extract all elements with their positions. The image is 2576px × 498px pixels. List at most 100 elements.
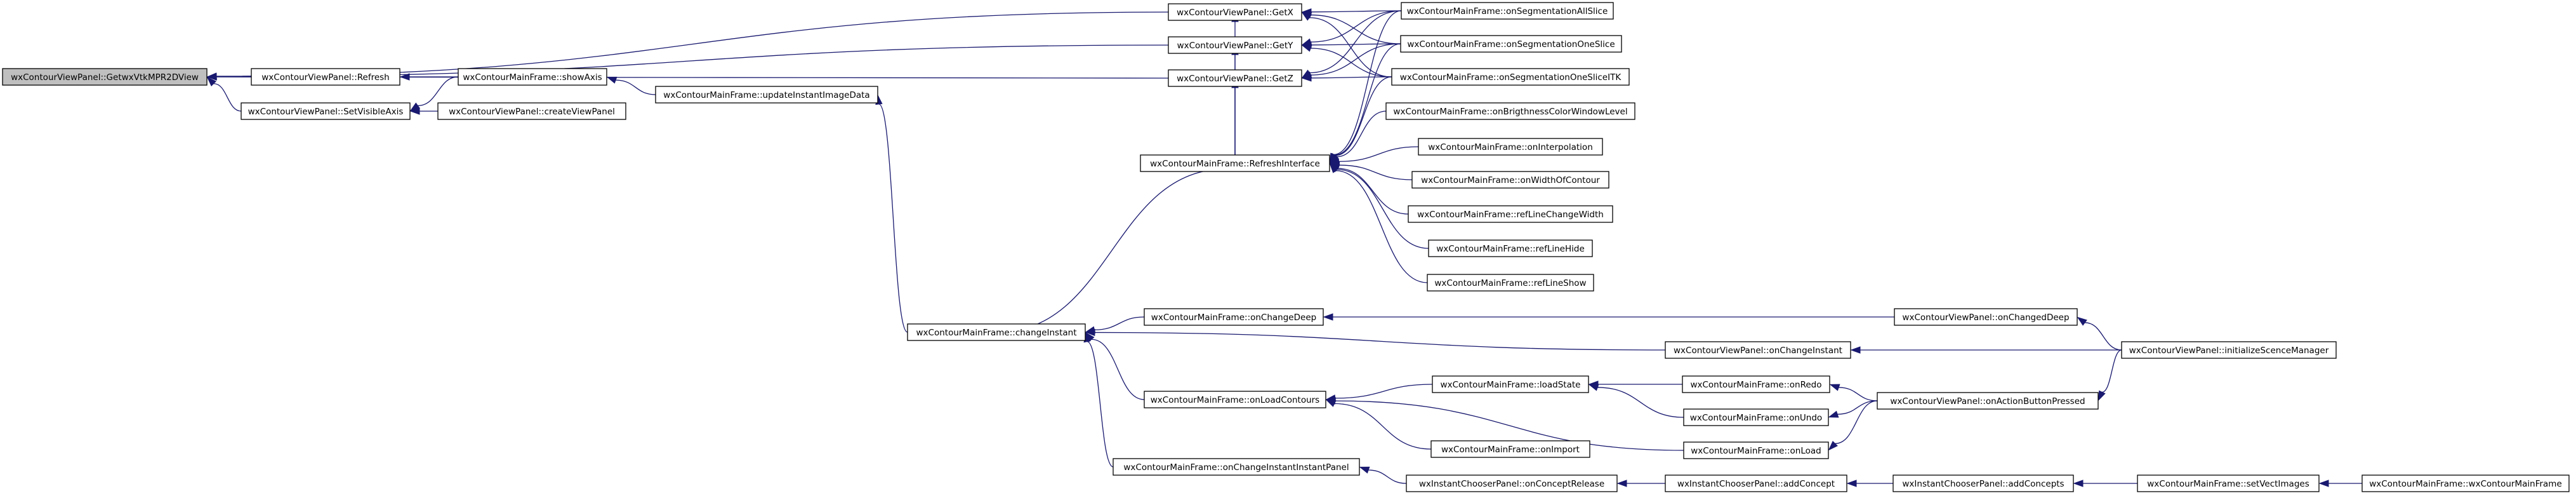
- node-createViewPanel[interactable]: wxContourViewPanel::createViewPanel: [437, 102, 626, 120]
- node-label-widthOfContour: wxContourMainFrame::onWidthOfContour: [1421, 175, 1600, 185]
- node-onRedo[interactable]: wxContourMainFrame::onRedo: [1682, 375, 1830, 393]
- node-onLoad[interactable]: wxContourMainFrame::onLoad: [1683, 441, 1829, 459]
- node-label-refreshInterface: wxContourMainFrame::RefreshInterface: [1150, 159, 1320, 169]
- call-edge-onConceptRelease-to-onChangeInstantInstantPanel: [1368, 469, 1407, 484]
- node-onUndo[interactable]: wxContourMainFrame::onUndo: [1683, 408, 1829, 426]
- node-changeInstant[interactable]: wxContourMainFrame::changeInstant: [907, 323, 1086, 341]
- call-edge-brightness-to-refreshInterface: [1337, 111, 1387, 158]
- node-label-segOne: wxContourMainFrame::onSegmentationOneSli…: [1407, 39, 1615, 50]
- node-onImport[interactable]: wxContourMainFrame::onImport: [1430, 440, 1590, 458]
- node-label-onLoadContours: wxContourMainFrame::onLoadContours: [1151, 395, 1319, 405]
- call-edge-refLineChangeWidth-to-refreshInterface: [1337, 168, 1409, 215]
- node-box-addConcepts: [1892, 474, 2074, 492]
- node-getZ[interactable]: wxContourViewPanel::GetZ: [1168, 69, 1302, 87]
- call-edge-getX-to-root: [216, 11, 1169, 77]
- node-onConceptRelease[interactable]: wxInstantChooserPanel::onConceptRelease: [1406, 474, 1618, 492]
- node-label-getZ: wxContourViewPanel::GetZ: [1177, 74, 1293, 84]
- node-box-onRedo: [1682, 375, 1830, 393]
- node-onActionButtonPressed[interactable]: wxContourViewPanel::onActionButtonPresse…: [1877, 392, 2099, 410]
- arrowhead-onImport-to-onLoadContours: [1325, 399, 1337, 407]
- arrowhead-updateInstantImageData-to-showAxis: [606, 76, 618, 84]
- call-edge-changeInstant-to-refreshInterface: [996, 168, 1227, 333]
- node-box-onChangeInstant: [1665, 341, 1851, 359]
- node-box-getZ: [1168, 69, 1302, 87]
- node-label-segAll: wxContourMainFrame::onSegmentationAllSli…: [1407, 6, 1608, 17]
- arrowhead-getZ-to-root: [206, 73, 217, 81]
- call-edge-refLineHide-to-refreshInterface: [1337, 169, 1429, 249]
- node-label-updateInstantImageData: wxContourMainFrame::updateInstantImageDa…: [663, 90, 869, 100]
- node-setVectImages[interactable]: wxContourMainFrame::setVectImages: [2137, 474, 2320, 492]
- node-onLoadContours[interactable]: wxContourMainFrame::onLoadContours: [1144, 391, 1326, 408]
- arrowhead-onConceptRelease-to-onChangeInstantInstantPanel: [1359, 466, 1370, 474]
- node-showAxis[interactable]: wxContourMainFrame::showAxis: [458, 68, 607, 86]
- node-box-refLineChangeWidth: [1408, 205, 1613, 223]
- node-box-segOne: [1400, 35, 1622, 53]
- node-box-ctor: [2361, 474, 2570, 492]
- node-addConcept[interactable]: wxInstantChooserPanel::addConcept: [1665, 474, 1847, 492]
- call-edge-segOne-to-getX: [1311, 14, 1401, 44]
- node-segITK[interactable]: wxContourMainFrame::onSegmentationOneSli…: [1391, 68, 1630, 86]
- node-label-onChangeDeep: wxContourMainFrame::onChangeDeep: [1151, 313, 1316, 323]
- node-refreshInterface[interactable]: wxContourMainFrame::RefreshInterface: [1140, 154, 1330, 172]
- call-edge-segITK-to-refreshInterface: [1335, 76, 1392, 156]
- call-edge-widthOfContour-to-refreshInterface: [1338, 165, 1413, 180]
- node-interpolation[interactable]: wxContourMainFrame::onInterpolation: [1418, 138, 1603, 156]
- node-box-loadState: [1432, 375, 1589, 393]
- call-edge-setVisibleAxis-to-root: [213, 83, 242, 112]
- call-edge-onChangeInstant-to-changeInstant: [1094, 332, 1666, 351]
- node-label-createViewPanel: wxContourViewPanel::createViewPanel: [449, 107, 615, 117]
- node-onChangeDeep[interactable]: wxContourMainFrame::onChangeDeep: [1144, 308, 1324, 326]
- node-addConcepts[interactable]: wxInstantChooserPanel::addConcepts: [1892, 474, 2074, 492]
- node-box-setVectImages: [2137, 474, 2320, 492]
- node-box-widthOfContour: [1411, 171, 1609, 189]
- call-edge-segITK-to-getX: [1309, 17, 1392, 77]
- arrowhead-setVectImages-to-addConcepts: [2073, 480, 2084, 487]
- node-box-onImport: [1430, 440, 1590, 458]
- call-edge-onChangeInstantInstantPanel-to-changeInstant: [1087, 341, 1114, 468]
- arrowhead-onChangedDeep-to-onChangeDeep: [1323, 313, 1333, 321]
- node-label-interpolation: wxContourMainFrame::onInterpolation: [1428, 142, 1593, 152]
- node-segOne[interactable]: wxContourMainFrame::onSegmentationOneSli…: [1400, 35, 1622, 53]
- node-loadState[interactable]: wxContourMainFrame::loadState: [1432, 375, 1589, 393]
- node-label-refLineChangeWidth: wxContourMainFrame::refLineChangeWidth: [1417, 210, 1604, 220]
- node-box-onUndo: [1683, 408, 1829, 426]
- node-onChangedDeep[interactable]: wxContourViewPanel::onChangedDeep: [1894, 308, 2078, 326]
- arrowhead-onActionButtonPressed-to-onRedo: [1829, 384, 1840, 391]
- node-box-addConcept: [1665, 474, 1847, 492]
- node-label-root: wxContourViewPanel::GetwxVtkMPR2DView: [11, 72, 199, 83]
- node-initScene[interactable]: wxContourViewPanel::initializeScenceMana…: [2121, 341, 2337, 359]
- arrowhead-segITK-to-getX: [1301, 11, 1312, 21]
- node-brightness[interactable]: wxContourMainFrame::onBrigthnessColorWin…: [1385, 102, 1635, 120]
- node-setVisibleAxis[interactable]: wxContourViewPanel::SetVisibleAxis: [241, 102, 411, 120]
- node-refLineShow[interactable]: wxContourMainFrame::refLineShow: [1427, 274, 1594, 292]
- call-edge-refLineShow-to-refreshInterface: [1335, 170, 1428, 283]
- node-onChangeInstantInstantPanel[interactable]: wxContourMainFrame::onChangeInstantInsta…: [1113, 458, 1360, 476]
- node-box-brightness: [1385, 102, 1635, 120]
- node-getY[interactable]: wxContourViewPanel::GetY: [1168, 36, 1302, 54]
- arrowhead-setVisibleAxis-to-root: [206, 76, 216, 86]
- call-edges: [206, 8, 2362, 487]
- node-ctor[interactable]: wxContourMainFrame::wxContourMainFrame: [2361, 474, 2570, 492]
- node-segAll[interactable]: wxContourMainFrame::onSegmentationAllSli…: [1401, 2, 1614, 20]
- node-refresh[interactable]: wxContourViewPanel::Refresh: [251, 68, 400, 86]
- node-box-segITK: [1391, 68, 1630, 86]
- call-edge-segAll-to-refreshInterface: [1333, 10, 1402, 156]
- node-label-setVisibleAxis: wxContourViewPanel::SetVisibleAxis: [248, 107, 404, 117]
- call-edge-onActionButtonPressed-to-onUndo: [1837, 400, 1878, 415]
- node-refLineChangeWidth[interactable]: wxContourMainFrame::refLineChangeWidth: [1408, 205, 1613, 223]
- node-onChangeInstant[interactable]: wxContourViewPanel::onChangeInstant: [1665, 341, 1851, 359]
- arrowhead-initScene-to-onChangeInstant: [1850, 346, 1861, 354]
- node-label-showAxis: wxContourMainFrame::showAxis: [463, 72, 602, 83]
- node-root[interactable]: wxContourViewPanel::GetwxVtkMPR2DView: [2, 68, 208, 86]
- node-updateInstantImageData[interactable]: wxContourMainFrame::updateInstantImageDa…: [655, 86, 878, 104]
- node-widthOfContour[interactable]: wxContourMainFrame::onWidthOfContour: [1411, 171, 1609, 189]
- call-edge-loadState-to-onLoadContours: [1335, 384, 1433, 399]
- node-getX[interactable]: wxContourViewPanel::GetX: [1168, 3, 1302, 21]
- node-refLineHide[interactable]: wxContourMainFrame::refLineHide: [1428, 239, 1593, 257]
- node-label-loadState: wxContourMainFrame::loadState: [1441, 380, 1581, 390]
- node-box-onChangedDeep: [1894, 308, 2078, 326]
- node-box-onLoad: [1683, 441, 1829, 459]
- node-label-onChangeInstantInstantPanel: wxContourMainFrame::onChangeInstantInsta…: [1123, 462, 1349, 473]
- node-label-brightness: wxContourMainFrame::onBrigthnessColorWin…: [1393, 107, 1627, 117]
